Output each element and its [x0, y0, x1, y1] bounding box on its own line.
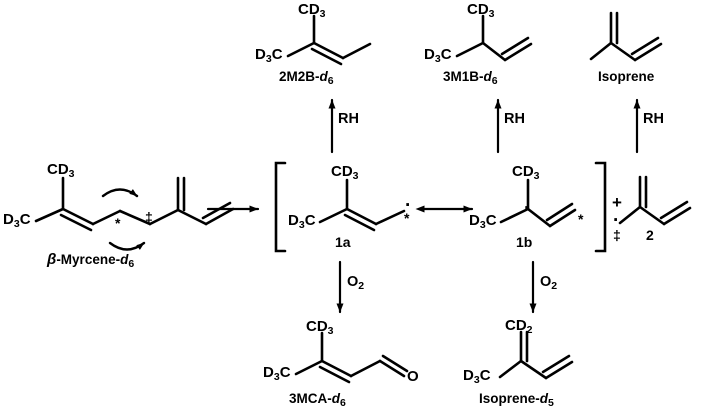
intermediate-1b-cd3-label: CD3: [512, 163, 540, 182]
plus-sign-label: +: [612, 193, 622, 212]
product-3mca-name-label: 3MCA-d6: [289, 391, 346, 409]
intermediate-1b-id-label: 1b: [516, 234, 533, 250]
product-3mca-skeleton: [294, 331, 409, 384]
o2-label-1: O2: [347, 274, 365, 292]
rh-label-1: RH: [338, 111, 359, 127]
myrcene-cd3-label: CD3: [47, 161, 75, 180]
myrcene-name-label: β-Myrcene-d6: [47, 251, 135, 270]
compound-2-skeleton: [618, 175, 692, 226]
intermediate-1b-skeleton: [499, 178, 577, 228]
compound-2-radical-dot: ·: [613, 210, 620, 231]
product-2m2b-d3c-label: D3C: [255, 46, 283, 65]
myrcene-skeleton: [34, 176, 235, 232]
intermediate-1a-id-label: 1a: [335, 234, 351, 250]
product-2m2b-skeleton: [286, 14, 372, 66]
intermediate-1a-cd3-label: CD3: [331, 163, 359, 182]
intermediate-1a-asterisk-marker: *: [404, 210, 410, 226]
intermediate-1b-radical-dot: ·: [524, 198, 531, 219]
compound-2-dagger-marker: ‡: [613, 227, 621, 243]
curved-arrow-top: [101, 188, 139, 198]
product-3mca-d3c-label: D3C: [263, 364, 291, 383]
product-isoprene-d5-d3c-label: D3C: [463, 367, 491, 386]
product-isoprene-skeleton: [589, 11, 663, 62]
product-3m1b-skeleton: [455, 14, 533, 62]
product-3m1b-cd3-label: CD3: [467, 1, 495, 20]
intermediate-1a-radical-dot: ·: [405, 195, 412, 216]
o2-label-2: O2: [540, 274, 558, 292]
compound-2-id-label: 2: [646, 227, 654, 243]
product-3mca-cd3-label: CD3: [306, 318, 334, 337]
bracket-pair: [274, 161, 607, 253]
product-isoprene-d5-name-label: Isoprene-d5: [479, 391, 554, 409]
myrcene-dagger-marker: ‡: [145, 209, 153, 225]
intermediate-1b-asterisk-marker: *: [578, 211, 584, 227]
curved-arrow-bottom: [108, 241, 146, 251]
product-3m1b-d3c-label: D3C: [424, 46, 452, 65]
rh-label-3: RH: [643, 111, 664, 127]
rh-label-2: RH: [504, 111, 525, 127]
myrcene-d3c-label: D3C: [3, 211, 31, 230]
product-3m1b-name-label: 3M1B-d6: [443, 69, 498, 87]
intermediate-1a-d3c-label: D3C: [288, 212, 316, 231]
product-2m2b-cd3-label: CD3: [298, 1, 326, 20]
product-isoprene-name-label: Isoprene: [598, 69, 655, 84]
product-isoprene-d5-cd2-label: CD2: [505, 317, 533, 336]
product-isoprene-d5-skeleton: [498, 330, 574, 380]
product-3mca-oxygen-label: O: [407, 368, 419, 385]
myrcene-asterisk-marker: *: [115, 215, 121, 231]
intermediate-1b-d3c-label: D3C: [469, 212, 497, 231]
intermediate-1a-skeleton: [318, 178, 406, 232]
product-2m2b-name-label: 2M2B-d6: [279, 69, 334, 87]
